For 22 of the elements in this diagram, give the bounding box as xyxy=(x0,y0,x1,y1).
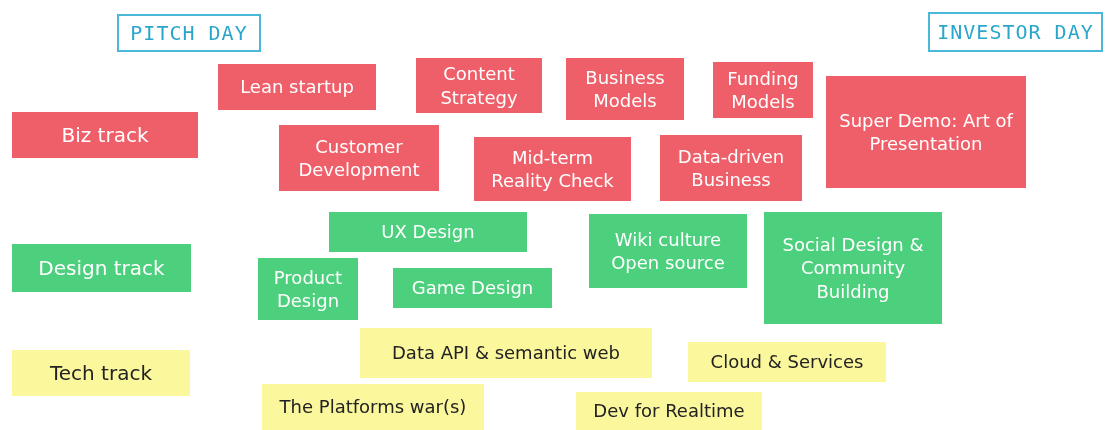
sticky-note: The Platforms war(s) xyxy=(262,384,484,430)
sticky-note: Wiki culture Open source xyxy=(589,214,747,288)
sticky-note: Cloud & Services xyxy=(688,342,886,382)
sticky-note: Social Design & Community Building xyxy=(764,212,942,324)
day-marker: PITCH DAY xyxy=(117,14,261,52)
track-label: Biz track xyxy=(12,112,198,158)
sticky-note: Customer Development xyxy=(279,125,439,191)
sticky-note: Game Design xyxy=(393,268,552,308)
track-label: Design track xyxy=(12,244,191,292)
sticky-note: Data-driven Business xyxy=(660,135,802,201)
sticky-note: Super Demo: Art of Presentation xyxy=(826,76,1026,188)
sticky-note: Mid-term Reality Check xyxy=(474,137,631,201)
track-label: Tech track xyxy=(12,350,190,396)
sticky-note: Funding Models xyxy=(713,62,813,118)
sticky-note: Lean startup xyxy=(218,64,376,110)
sticky-note: UX Design xyxy=(329,212,527,252)
sticky-note: Product Design xyxy=(258,258,358,320)
sticky-note: Data API & semantic web xyxy=(360,328,652,378)
sticky-note: Business Models xyxy=(566,58,684,120)
sticky-note: Dev for Realtime xyxy=(576,392,762,430)
day-marker: INVESTOR DAY xyxy=(928,12,1103,52)
sticky-note: Content Strategy xyxy=(416,58,542,113)
